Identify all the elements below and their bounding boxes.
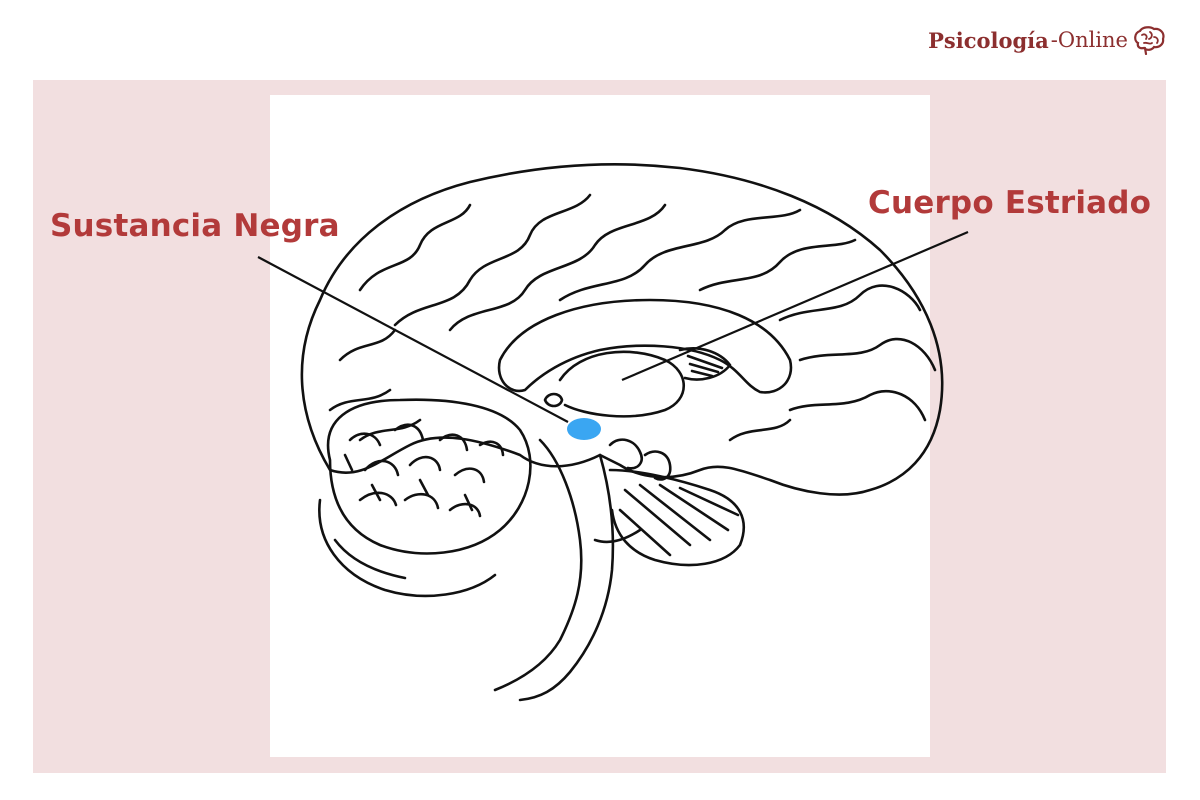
label-striatum: Cuerpo Estriado: [868, 185, 1152, 221]
leader-line-striatum: [621, 230, 969, 382]
striatum-structure: [558, 350, 686, 418]
leader-line-substantia-nigra: [257, 256, 569, 423]
brainstem: [493, 438, 583, 692]
label-substantia-nigra: Sustancia Negra: [50, 208, 340, 244]
substantia-nigra-marker: [567, 418, 601, 440]
cerebrum-outline: [300, 162, 944, 496]
logo-brand-text: Psicología: [928, 27, 1049, 53]
cerebellum-outline: [326, 398, 532, 555]
logo-suffix-text: -Online: [1050, 28, 1128, 52]
site-logo[interactable]: Psicología -Online: [928, 22, 1166, 58]
corpus-callosum: [497, 298, 793, 394]
brain-icon: [1134, 26, 1165, 55]
